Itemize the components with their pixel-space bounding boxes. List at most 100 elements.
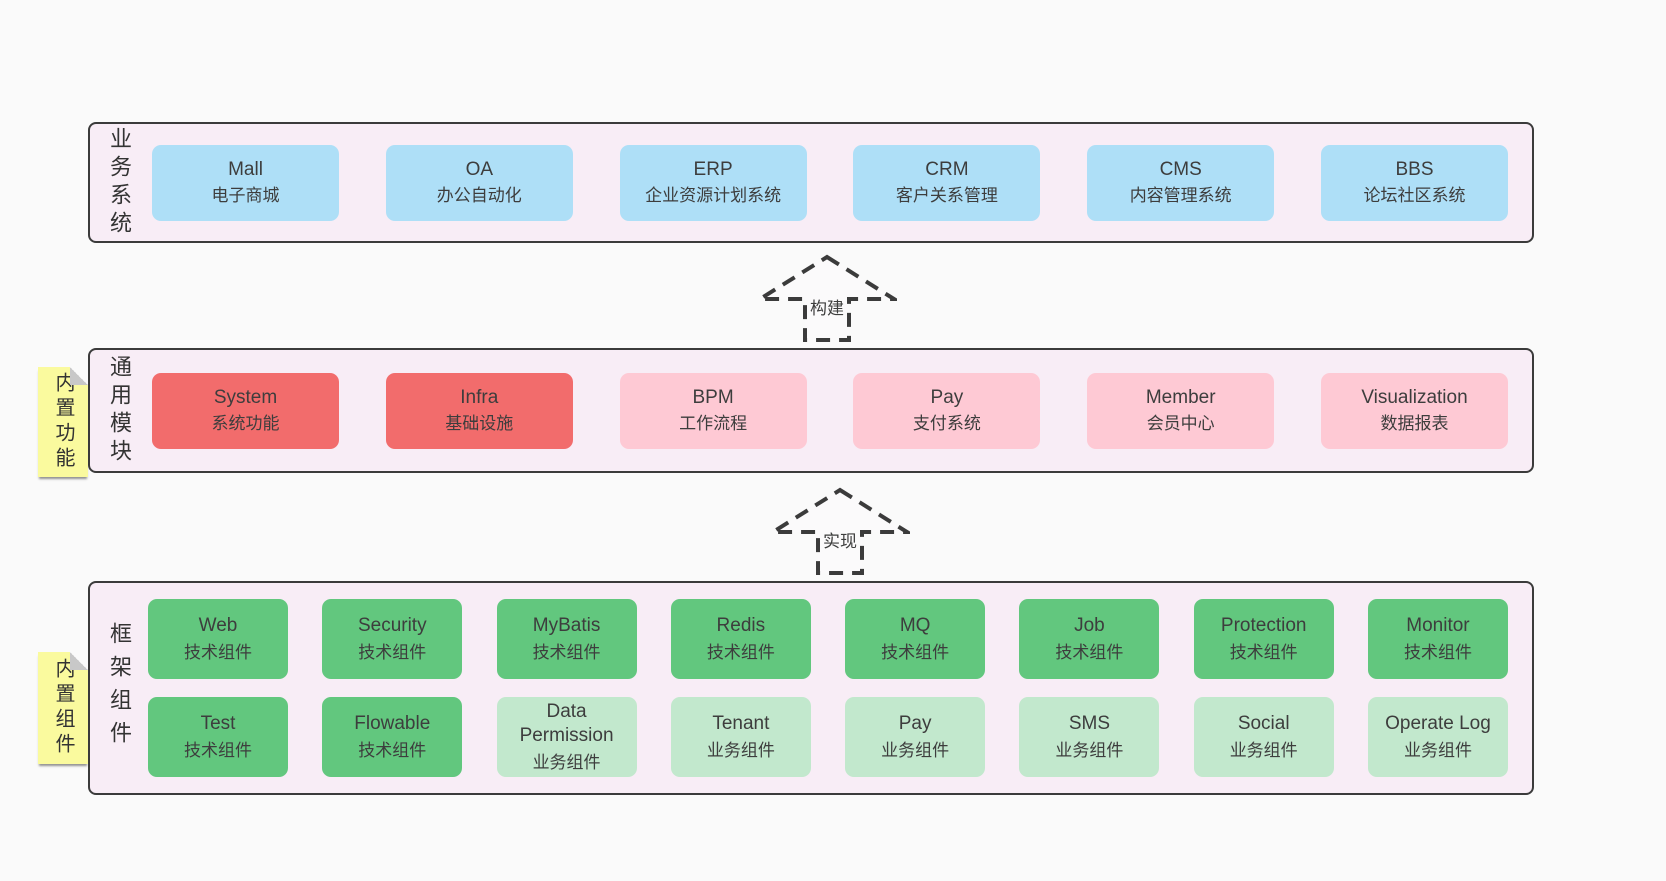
box-title: OA <box>465 158 494 180</box>
box-tenant: Tenant 业务组件 <box>670 697 811 777</box>
box-title: Infra <box>460 386 499 408</box>
framework-row-1: Web 技术组件 Security 技术组件 MyBatis 技术组件 Redi… <box>148 599 1508 679</box>
implement-arrow: 实现 <box>770 487 910 577</box>
box-subtitle: 技术组件 <box>1055 642 1124 662</box>
box-subtitle: 技术组件 <box>1403 642 1472 662</box>
box-mybatis: MyBatis 技术组件 <box>496 599 637 679</box>
box-title: Pay <box>898 713 932 735</box>
box-subtitle: 业务组件 <box>1055 740 1124 760</box>
box-title: Flowable <box>354 713 431 735</box>
framework-row-2: Test 技术组件 Flowable 技术组件 Data Permission … <box>148 697 1508 777</box>
box-title: BPM <box>692 386 734 408</box>
box-bpm: BPM 工作流程 <box>619 372 807 449</box>
box-title: ERP <box>693 158 733 180</box>
box-subtitle: 技术组件 <box>706 642 775 662</box>
box-subtitle: 工作流程 <box>679 414 748 434</box>
box-erp: ERP 企业资源计划系统 <box>619 144 807 221</box>
box-title: Security <box>357 615 427 637</box>
box-subtitle: 办公自动化 <box>436 186 522 206</box>
box-subtitle: 技术组件 <box>358 740 427 760</box>
box-title: Mall <box>228 158 263 180</box>
box-bbs: BBS 论坛社区系统 <box>1320 144 1508 221</box>
implement-arrow-label: 实现 <box>820 527 860 552</box>
box-subtitle: 业务组件 <box>881 740 950 760</box>
box-title: Visualization <box>1361 386 1468 408</box>
box-title: Tenant <box>712 713 770 735</box>
box-subtitle: 业务组件 <box>1229 740 1298 760</box>
box-sms: SMS 业务组件 <box>1019 697 1160 777</box>
box-subtitle: 技术组件 <box>358 642 427 662</box>
box-mq: MQ 技术组件 <box>845 599 986 679</box>
box-subtitle: 会员中心 <box>1146 414 1215 434</box>
box-member: Member 会员中心 <box>1087 372 1275 449</box>
sticky-note-builtin-components: 内置组件 <box>38 652 88 764</box>
layer-framework-components: 框架组件 Web 技术组件 Security 技术组件 MyBatis 技术组件… <box>88 581 1534 795</box>
box-pay-module: Pay 支付系统 <box>853 372 1041 449</box>
box-job: Job 技术组件 <box>1019 599 1160 679</box>
sticky-note-builtin-features: 内置功能 <box>38 367 88 477</box>
box-security: Security 技术组件 <box>322 599 463 679</box>
box-visualization: Visualization 数据报表 <box>1320 372 1508 449</box>
box-title: Web <box>198 615 238 637</box>
box-subtitle: 业务组件 <box>706 740 775 760</box>
box-subtitle: 客户关系管理 <box>895 186 998 206</box>
box-cms: CMS 内容管理系统 <box>1087 144 1275 221</box>
box-subtitle: 电子商城 <box>211 186 280 206</box>
box-subtitle: 企业资源计划系统 <box>645 186 782 206</box>
box-subtitle: 支付系统 <box>912 414 981 434</box>
layer-common-modules: 通用模块 System 系统功能 Infra 基础设施 BPM 工作流程 Pay… <box>88 348 1534 473</box>
box-title: Member <box>1145 386 1216 408</box>
box-subtitle: 技术组件 <box>1229 642 1298 662</box>
box-title: SMS <box>1068 713 1110 735</box>
box-oa: OA 办公自动化 <box>385 144 573 221</box>
box-subtitle: 内容管理系统 <box>1129 186 1232 206</box>
box-title: Test <box>200 713 236 735</box>
box-pay-component: Pay 业务组件 <box>845 697 986 777</box>
layer-modules-label: 通用模块 <box>107 354 132 467</box>
sticky-note-text: 内置功能 <box>52 372 74 472</box>
folded-corner-icon <box>70 367 88 385</box>
box-protection: Protection 技术组件 <box>1193 599 1334 679</box>
box-title: BBS <box>1395 158 1434 180</box>
box-infra: Infra 基础设施 <box>385 372 573 449</box>
box-data-permission: Data Permission 业务组件 <box>496 697 637 777</box>
box-title: Redis <box>716 615 766 637</box>
framework-rows: Web 技术组件 Security 技术组件 MyBatis 技术组件 Redi… <box>148 599 1508 777</box>
box-title: System <box>213 386 278 408</box>
box-social: Social 业务组件 <box>1193 697 1334 777</box>
box-monitor: Monitor 技术组件 <box>1367 599 1508 679</box>
box-title: Pay <box>930 386 964 408</box>
box-title: MyBatis <box>532 615 601 637</box>
box-title: CRM <box>925 158 969 180</box>
layer-business-label: 业务系统 <box>107 126 132 239</box>
box-title: Data Permission <box>519 700 614 747</box>
sticky-note-text: 内置组件 <box>52 658 74 758</box>
box-subtitle: 业务组件 <box>532 753 601 773</box>
build-arrow-label: 构建 <box>807 294 847 319</box>
box-system: System 系统功能 <box>152 372 339 449</box>
box-web: Web 技术组件 <box>148 599 288 679</box>
box-subtitle: 业务组件 <box>1403 740 1472 760</box>
layer-business-systems: 业务系统 Mall 电子商城 OA 办公自动化 ERP 企业资源计划系统 CRM… <box>88 122 1534 243</box>
box-title: Operate Log <box>1385 713 1491 735</box>
box-flowable: Flowable 技术组件 <box>322 697 463 777</box>
box-title: Monitor <box>1406 615 1470 637</box>
box-mall: Mall 电子商城 <box>152 144 339 221</box>
box-subtitle: 技术组件 <box>184 740 252 760</box>
box-title: Job <box>1074 615 1105 637</box>
box-crm: CRM 客户关系管理 <box>853 144 1041 221</box>
box-title: Social <box>1237 713 1290 735</box>
box-subtitle: 技术组件 <box>881 642 950 662</box>
box-title: Protection <box>1220 615 1307 637</box>
box-subtitle: 系统功能 <box>211 414 280 434</box>
box-subtitle: 基础设施 <box>445 414 514 434</box>
folded-corner-icon <box>70 652 88 670</box>
build-arrow: 构建 <box>757 254 897 344</box>
layer-framework-label: 框架组件 <box>107 622 132 754</box>
box-redis: Redis 技术组件 <box>670 599 811 679</box>
box-test: Test 技术组件 <box>148 697 288 777</box>
box-title: CMS <box>1159 158 1202 180</box>
module-boxes: System 系统功能 Infra 基础设施 BPM 工作流程 Pay 支付系统… <box>152 372 1508 449</box>
box-subtitle: 数据报表 <box>1380 414 1449 434</box>
